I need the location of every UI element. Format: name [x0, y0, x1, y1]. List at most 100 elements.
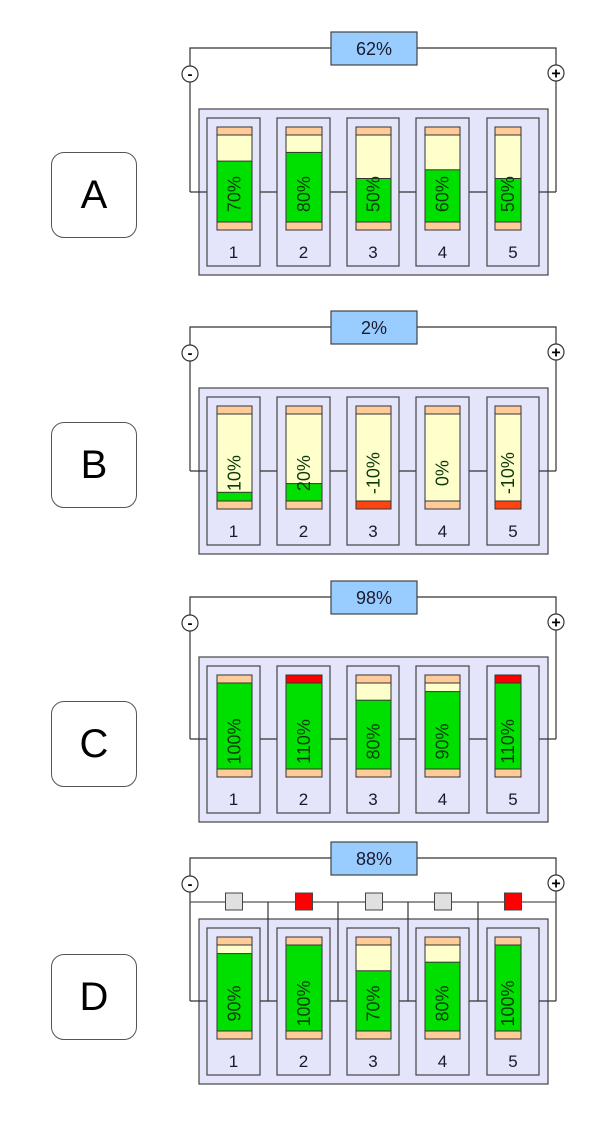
pack-charge-label-box [330, 841, 418, 876]
panel-b-letter: B [51, 422, 137, 508]
battery-top-cap [424, 126, 461, 136]
battery-bottom-cap [355, 1030, 392, 1040]
cell-charge-label: 50% [364, 176, 384, 212]
battery-top-cap [355, 674, 392, 684]
cell-charge-label: 90% [225, 985, 245, 1021]
battery-bottom-cap [216, 500, 253, 510]
pack-charge-label: 98% [356, 588, 392, 608]
negative-terminal-symbol: - [188, 66, 193, 83]
cell-number: 2 [299, 522, 308, 541]
cell-number: 3 [368, 790, 377, 809]
cell-number: 2 [299, 243, 308, 262]
battery-top-cap [216, 936, 253, 946]
cell-5: 50%5 [486, 117, 540, 267]
battery-bottom-cap [424, 500, 461, 510]
cell-number: 4 [438, 790, 447, 809]
positive-terminal-icon [547, 64, 565, 82]
cell-3: -10% 3 [346, 396, 400, 546]
battery-bottom-cap [494, 221, 522, 231]
battery-charge-fill [216, 160, 253, 223]
cell-number: 4 [438, 243, 447, 262]
cell-charge-label: -10% [498, 452, 518, 494]
cell-charge-label: 90% [433, 723, 453, 759]
pack-charge-label: 2% [361, 318, 387, 338]
battery-bottom-cap [424, 221, 461, 231]
cell-4: 0% 4 [415, 396, 470, 546]
negative-terminal-icon [181, 614, 199, 632]
battery-bottom-cap [494, 768, 522, 778]
negative-charge-indicator [355, 500, 392, 510]
cell-charge-label: 110% [498, 719, 518, 764]
battery-empty-area [424, 413, 461, 502]
pack-charge-label-box [330, 580, 418, 615]
cell-1: 90% 1 [206, 927, 261, 1076]
cell-charge-label: 80% [364, 723, 384, 759]
positive-terminal-symbol: + [551, 876, 560, 893]
cell-number: 3 [368, 522, 377, 541]
cell-charge-label: 0% [433, 460, 453, 486]
battery-charge-fill [424, 961, 461, 1032]
cell-charge-label: 50% [498, 176, 518, 212]
cell-4: 80%4 [415, 927, 470, 1076]
cell-charge-label: 100% [498, 980, 518, 1026]
pack-charge-label-box [330, 31, 418, 66]
battery-charge-fill [355, 699, 392, 770]
cell-number: 3 [368, 1052, 377, 1071]
battery-top-cap [285, 126, 323, 136]
cell-2: 80% 2 [276, 117, 331, 267]
panel-c-letter: C [51, 701, 137, 787]
cell-2: 100%2 [276, 927, 331, 1076]
battery-bottom-cap [285, 1030, 323, 1040]
pack-charge-label: 62% [356, 39, 392, 59]
cell-5: 100% 5 [486, 927, 540, 1076]
cell-charge-label: 70% [225, 176, 245, 212]
panel-d-letter: D [51, 954, 137, 1040]
cell-4: 60% 4 [415, 117, 470, 267]
battery-top-cap [216, 405, 253, 415]
cell-4: 90% 4 [415, 665, 470, 814]
battery-bottom-cap [216, 1030, 253, 1040]
cell-number: 1 [229, 1052, 238, 1071]
balancing-resistor-4 [434, 892, 452, 911]
cell-number: 5 [508, 522, 517, 541]
battery-bottom-cap [355, 221, 392, 231]
cell-1: 10%1 [206, 396, 261, 546]
battery-bottom-cap [424, 1030, 461, 1040]
negative-terminal-icon [181, 875, 199, 893]
cell-charge-label: -10% [364, 452, 384, 494]
negative-terminal-symbol: - [188, 615, 193, 632]
balancing-resistor-2 [295, 892, 313, 911]
negative-terminal-icon [181, 65, 199, 83]
cell-charge-label: 10% [225, 455, 245, 491]
cell-5: -10% 5 [486, 396, 540, 546]
cell-number: 4 [438, 522, 447, 541]
positive-terminal-symbol: + [551, 66, 560, 83]
cell-charge-label: 110% [294, 719, 314, 764]
cell-number: 4 [438, 1052, 447, 1071]
cell-2: 20%2 [276, 396, 331, 546]
positive-terminal-icon [547, 343, 565, 361]
battery-charge-fill [494, 178, 522, 223]
cell-3: 70%3 [346, 927, 400, 1076]
cell-number: 5 [508, 1052, 517, 1071]
cell-charge-label: 60% [433, 176, 453, 212]
cell-number: 2 [299, 1052, 308, 1071]
battery-bottom-cap [494, 1030, 522, 1040]
battery-top-cap [494, 936, 522, 946]
battery-charge-fill [494, 944, 522, 1032]
cell-3: 80% 3 [346, 665, 400, 814]
battery-top-cap [216, 126, 253, 136]
cell-charge-label: 80% [294, 176, 314, 212]
cell-charge-label: 100% [225, 718, 245, 764]
positive-terminal-symbol: + [551, 615, 560, 632]
negative-terminal-symbol: - [188, 345, 193, 362]
balancing-resistor-5 [504, 892, 522, 911]
battery-charge-fill [494, 682, 522, 770]
battery-charge-fill [216, 491, 253, 502]
battery-bottom-cap [285, 500, 323, 510]
battery-empty-area [494, 413, 522, 502]
battery-bottom-cap [216, 768, 253, 778]
balancing-resistor-3 [365, 892, 383, 911]
cell-1: 70%1 [206, 117, 261, 267]
